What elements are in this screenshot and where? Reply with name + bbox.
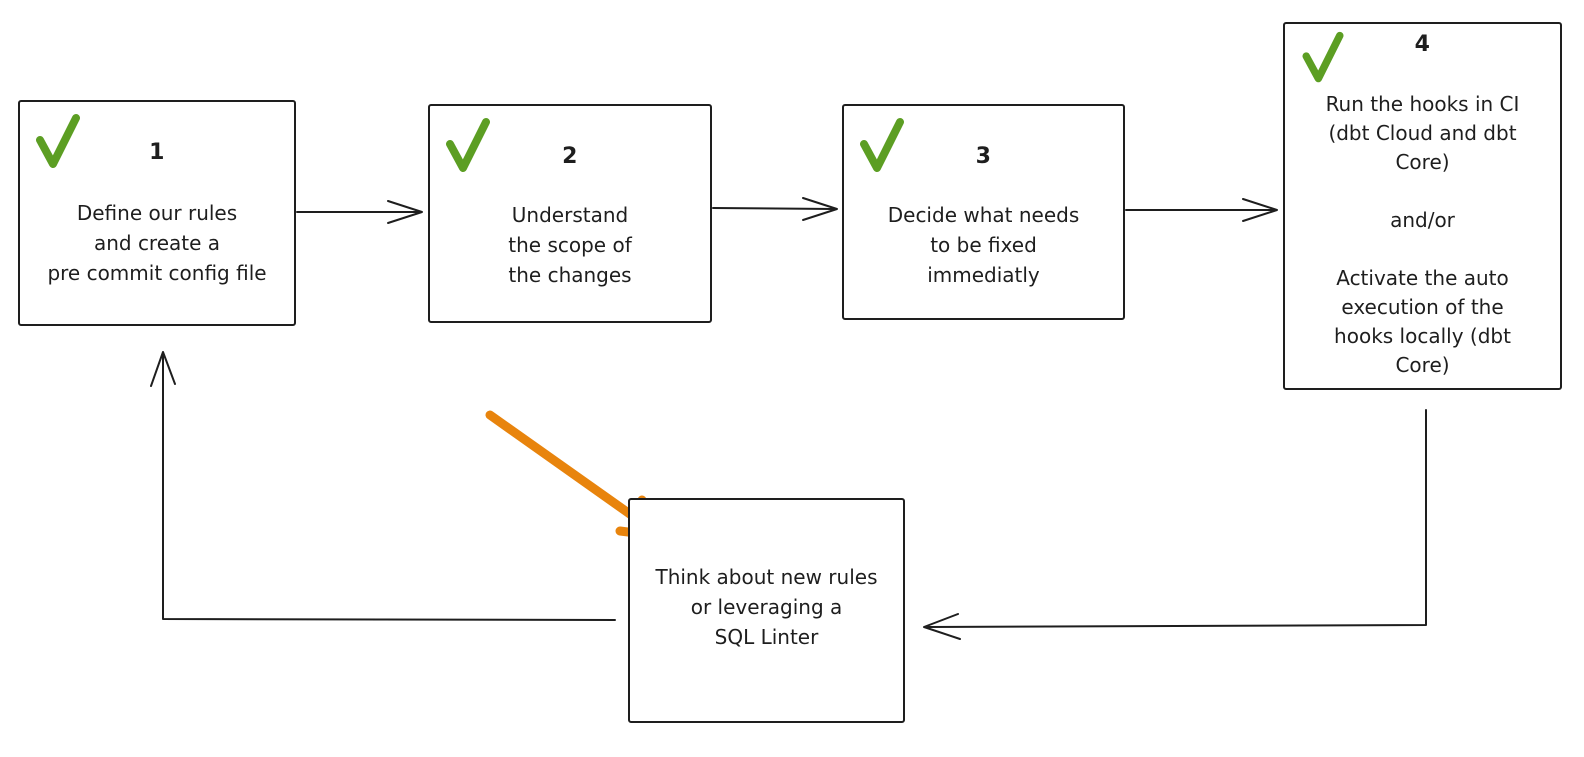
loop-box: Think about new rules or leveraging a SQ… xyxy=(628,498,905,723)
loop-box-text: Think about new rules or leveraging a SQ… xyxy=(655,565,878,649)
arrow-loop-box-to-step1 xyxy=(150,351,616,621)
step-text: Understand the scope of the changes xyxy=(508,203,632,287)
arrow-step1-to-step2 xyxy=(296,200,423,224)
arrow-step4-to-loop-box xyxy=(923,409,1427,640)
step-number: 3 xyxy=(975,144,992,169)
check-icon xyxy=(860,118,904,172)
step-number: 1 xyxy=(149,140,165,165)
step-box-3: 3 Decide what needs to be fixed immediat… xyxy=(842,104,1125,320)
check-icon xyxy=(446,118,490,172)
step-number: 4 xyxy=(1414,32,1431,57)
step-number: 2 xyxy=(562,144,578,169)
step-box-2: 2 Understand the scope of the changes xyxy=(428,104,712,323)
step-text: Run the hooks in CI (dbt Cloud and dbt C… xyxy=(1325,92,1520,377)
check-icon xyxy=(1302,31,1344,83)
arrow-step3-to-step4 xyxy=(1125,198,1278,222)
arrow-step2-to-step3 xyxy=(712,197,838,221)
step-text: Decide what needs to be fixed immediatly xyxy=(887,203,1080,287)
step-box-1: 1 Define our rules and create a pre comm… xyxy=(18,100,296,326)
check-icon xyxy=(36,114,80,168)
step-text: Define our rules and create a pre commit… xyxy=(47,201,267,285)
step-box-4: 4 Run the hooks in CI (dbt Cloud and dbt… xyxy=(1283,22,1562,390)
